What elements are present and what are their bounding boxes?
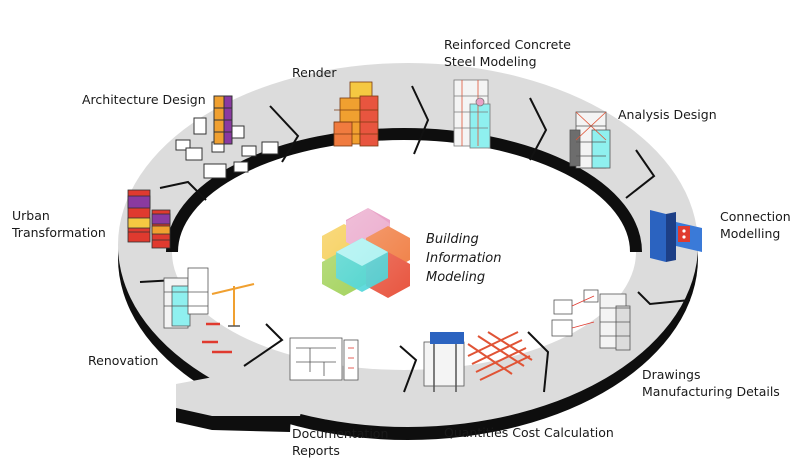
stage-label-quantities: Quantities Cost Calculation	[444, 424, 614, 441]
detail-sheet	[551, 319, 573, 337]
plan-sheet	[289, 337, 343, 381]
connection-bolt	[682, 229, 686, 233]
rebar-mesh	[467, 331, 533, 381]
reno-tower-rear	[187, 267, 209, 315]
colored-towers-icon	[127, 189, 171, 249]
divider-analysis-connection	[625, 149, 656, 199]
detail-sheet	[583, 289, 599, 303]
architecture-models-icon	[175, 95, 279, 179]
rebar-bar	[471, 339, 523, 365]
rebar-tower-glass	[469, 103, 491, 149]
stage-label-line: Documentation	[292, 426, 389, 441]
urban-tower-right-band	[151, 225, 171, 235]
stage-label-line: Steel Modeling	[444, 54, 537, 69]
arch-block	[175, 139, 191, 151]
stage-label-reinforced-concrete: Reinforced Concrete Steel Modeling	[444, 36, 571, 70]
divider-architecture-render	[269, 105, 300, 163]
stage-label-line: Render	[292, 65, 337, 80]
rebar-quantities-icon	[423, 331, 533, 392]
rebar-bar	[487, 331, 533, 361]
cube-gloss	[322, 208, 410, 298]
rebar-bar	[479, 355, 531, 381]
rebar-bar	[467, 343, 513, 375]
connection-plate	[678, 226, 690, 242]
ring-dividers	[139, 85, 691, 393]
stage-label-render: Render	[292, 64, 337, 81]
divider-rebar-analysis	[529, 97, 548, 161]
detail-sheet	[553, 299, 573, 315]
tower-crane-icon	[163, 267, 255, 354]
detail-tower-side	[615, 305, 631, 351]
structural-frame-icon	[569, 111, 611, 169]
divider-quantities-documentation	[399, 345, 418, 393]
arch-block	[203, 163, 227, 179]
stage-label-line: Reinforced Concrete	[444, 37, 571, 52]
center-title-line: Modeling	[426, 270, 486, 285]
center-title-line: Information	[426, 251, 502, 266]
rebar-bar	[467, 331, 519, 357]
arch-block	[185, 147, 203, 161]
stage-label-line: Transformation	[12, 225, 106, 240]
arch-block	[233, 161, 249, 173]
steel-column-face	[666, 212, 676, 262]
qty-frame-top	[430, 332, 464, 344]
steel-connection-icon	[650, 210, 702, 262]
stage-label-line: Architecture Design	[82, 92, 206, 107]
divider-drawings-quantities	[527, 331, 550, 393]
stage-label-line: Renovation	[88, 353, 159, 368]
stage-label-line: Urban	[12, 208, 50, 223]
render-tower-front	[359, 95, 379, 147]
stage-label-documentation: Documentation Reports	[292, 425, 388, 459]
divider-urban-architecture	[159, 180, 207, 201]
divider-documentation-renovation	[243, 323, 284, 367]
arch-block	[193, 117, 207, 135]
stage-label-line: Manufacturing Details	[642, 384, 780, 399]
stage-label-line: Reports	[292, 443, 340, 458]
qty-frame	[423, 341, 465, 387]
urban-tower-left-band	[127, 217, 151, 229]
stage-label-line: Analysis Design	[618, 107, 717, 122]
stage-label-analysis-design: Analysis Design	[618, 106, 717, 123]
stage-label-renovation: Renovation	[88, 352, 158, 369]
divider-connection-drawings	[637, 291, 691, 306]
frame-core	[569, 129, 581, 167]
floor-plan-document-icon	[289, 337, 359, 381]
rebar-highlight	[475, 97, 485, 107]
rebar-bar	[477, 335, 525, 367]
stage-label-urban-transformation: Urban Transformation	[12, 207, 106, 241]
arch-block	[241, 145, 257, 157]
rendered-tower-icon	[333, 81, 379, 147]
stage-label-connection-modelling: Connection Modelling	[720, 208, 791, 242]
arch-block	[261, 141, 279, 155]
detail-leader	[571, 321, 595, 329]
crane-jib	[211, 283, 255, 295]
center-title: Building Information Modeling	[426, 230, 501, 287]
stage-label-architecture-design: Architecture Design	[82, 91, 206, 108]
stage-label-line: Quantities Cost Calculation	[444, 425, 614, 440]
stage-label-line: Connection	[720, 209, 791, 224]
plan-sheet-side	[343, 339, 359, 381]
bim-cube-logo	[322, 208, 410, 298]
divider-render-rebar	[411, 85, 430, 155]
urban-tower-left-band	[127, 195, 151, 209]
stage-label-drawings: Drawings Manufacturing Details	[642, 366, 780, 400]
stage-label-line: Modelling	[720, 226, 781, 241]
steel-column	[650, 210, 666, 262]
documentation-tab-top	[176, 372, 310, 416]
connection-bolt	[682, 235, 686, 239]
urban-tower-right-band	[151, 213, 171, 225]
detail-leader	[571, 295, 595, 307]
ring-inner-lip	[166, 128, 642, 253]
stage-label-line: Drawings	[642, 367, 701, 382]
detail-drawing-icon	[551, 289, 631, 351]
rebar-tower-icon	[453, 79, 491, 149]
center-title-line: Building	[426, 232, 479, 247]
